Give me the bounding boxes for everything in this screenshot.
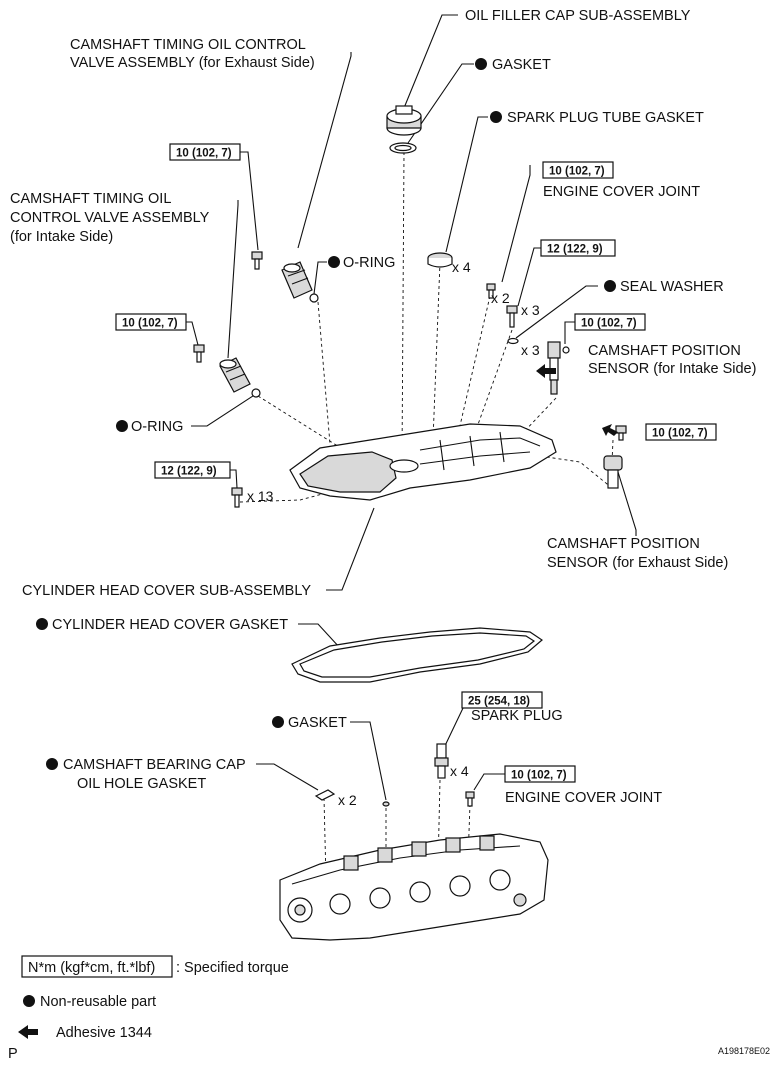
ocv-intake-valve [219, 357, 251, 393]
ocv-exhaust-valve [281, 261, 313, 299]
torque-boxes: 10 (102, 7) 10 (102, 7) 10 (102, 7) 12 (… [115, 143, 717, 783]
label-cyl-head-cover-gasket: CYLINDER HEAD COVER GASKET [52, 617, 288, 633]
torque-spark-plug: 25 (254, 18) [468, 696, 530, 708]
label-o-ring-upper: O-RING [343, 255, 395, 271]
label-gasket-top: GASKET [492, 57, 551, 73]
label-cam-pos-intake-1: CAMSHAFT POSITION [588, 343, 741, 359]
legend-torque-desc: : Specified torque [176, 960, 289, 976]
qty-cam-bearing-gasket: x 2 [338, 792, 357, 808]
label-engine-cover-joint-bottom: ENGINE COVER JOINT [505, 790, 662, 806]
legend-adhesive: Adhesive 1344 [56, 1025, 152, 1041]
qty-engine-cover-joint: x 2 [491, 290, 510, 306]
label-seal-washer: SEAL WASHER [620, 279, 724, 295]
footer-code: A198178E02 [718, 1046, 770, 1056]
cover-bolt-part [231, 487, 243, 508]
torque-cover-bolts: 12 (122, 9) [161, 466, 217, 478]
torque-engine-cover-joint-top: 10 (102, 7) [549, 166, 605, 178]
label-ocv-intake-3: (for Intake Side) [10, 229, 113, 245]
label-cam-bearing-2: OIL HOLE GASKET [77, 776, 206, 792]
label-spark-plug-tube-gasket: SPARK PLUG TUBE GASKET [507, 110, 704, 126]
spark-plug-part [434, 743, 449, 779]
label-ocv-exhaust-1: CAMSHAFT TIMING OIL CONTROL [70, 37, 306, 53]
legend-non-reusable: Non-reusable part [40, 994, 156, 1010]
legend-adhesive-arrow-icon [18, 1025, 38, 1039]
label-cyl-head-cover: CYLINDER HEAD COVER SUB-ASSEMBLY [22, 583, 311, 599]
label-cam-pos-intake-2: SENSOR (for Intake Side) [588, 361, 756, 377]
legend: N*m (kgf*cm, ft.*lbf) : Specified torque… [18, 955, 289, 1041]
label-cam-pos-exhaust-2: SENSOR (for Exhaust Side) [547, 555, 728, 571]
ocv-exhaust-bolt [251, 251, 263, 270]
label-engine-cover-joint-top: ENGINE COVER JOINT [543, 184, 700, 200]
qty-spark-plug-tube-gasket: x 4 [452, 259, 471, 275]
torque-bolt-x3: 12 (122, 9) [547, 244, 603, 256]
cylinder-head [279, 833, 549, 941]
torque-cam-pos-exhaust: 10 (102, 7) [652, 428, 708, 440]
cylinder-head-cover [289, 423, 557, 501]
oil-filler-gasket [389, 142, 417, 154]
oil-filler-cap [386, 105, 422, 136]
torque-ocv-intake: 10 (102, 7) [122, 318, 178, 330]
quantities: x 4 x 2 x 3 x 3 x 13 x 4 x 2 [247, 259, 540, 808]
label-ocv-intake-2: CONTROL VALVE ASSEMBLY [10, 210, 210, 226]
label-cam-bearing-1: CAMSHAFT BEARING CAP [63, 757, 246, 773]
qty-spark-plug: x 4 [450, 763, 469, 779]
label-ocv-exhaust-2: VALVE ASSEMBLY (for Exhaust Side) [70, 55, 315, 71]
adhesive-arrows [536, 364, 618, 436]
labels: OIL FILLER CAP SUB-ASSEMBLY GASKET SPARK… [10, 8, 756, 806]
torque-cam-pos-intake: 10 (102, 7) [581, 318, 637, 330]
label-gasket-lower: GASKET [288, 715, 347, 731]
cam-position-sensor-exhaust [603, 425, 627, 489]
qty-bolt: x 3 [521, 302, 540, 318]
qty-cover-bolts: x 13 [247, 488, 274, 504]
label-spark-plug: SPARK PLUG [471, 708, 563, 724]
bolt-x3-part [506, 305, 518, 328]
cam-bearing-gasket-part [314, 789, 336, 801]
qty-seal-washer: x 3 [521, 342, 540, 358]
gasket-lower-part [382, 801, 390, 807]
o-ring-lower-part [251, 388, 261, 398]
ocv-intake-bolt [193, 344, 205, 363]
label-oil-filler-cap: OIL FILLER CAP SUB-ASSEMBLY [465, 8, 691, 24]
legend-torque-box: N*m (kgf*cm, ft.*lbf) [28, 960, 155, 976]
seal-washer-part [507, 337, 519, 345]
engine-cover-joint-top-part [486, 283, 496, 299]
footer-left: P [8, 1046, 18, 1062]
torque-ocv-exhaust: 10 (102, 7) [176, 148, 232, 160]
o-ring-upper-part [309, 293, 319, 303]
engine-cover-joint-bottom-part [465, 791, 475, 807]
label-o-ring-lower: O-RING [131, 419, 183, 435]
non-reusable-dots [23, 58, 616, 1007]
cylinder-head-cover-gasket-part [291, 627, 543, 683]
label-ocv-intake-1: CAMSHAFT TIMING OIL [10, 191, 171, 207]
torque-engine-cover-joint-bottom: 10 (102, 7) [511, 770, 567, 782]
spark-plug-tube-gasket [427, 252, 453, 268]
label-cam-pos-exhaust-1: CAMSHAFT POSITION [547, 536, 700, 552]
